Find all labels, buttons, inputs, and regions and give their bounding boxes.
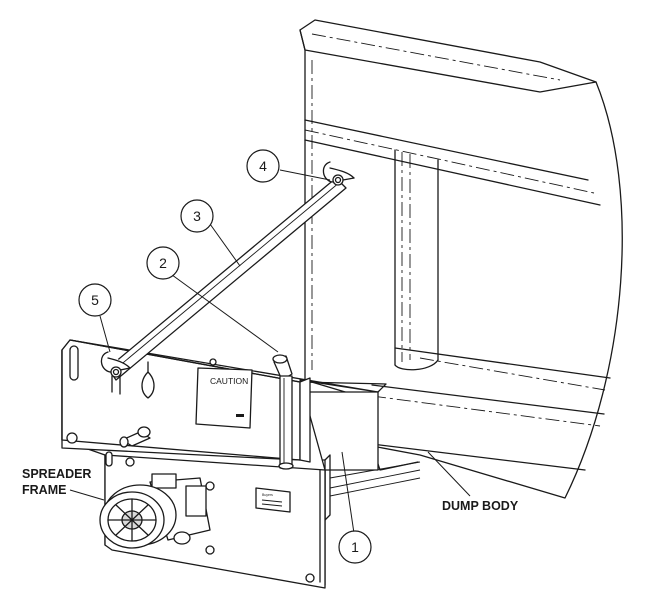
part-labels: SPREADER FRAME DUMP BODY — [22, 451, 519, 513]
elbow-fitting — [119, 426, 151, 448]
callout-4: 4 — [259, 158, 267, 174]
spreader-frame-label-line1: SPREADER — [22, 467, 91, 481]
callout-5: 5 — [91, 292, 99, 308]
hydraulic-motor — [99, 473, 211, 549]
dump-body — [299, 19, 623, 499]
callout-3: 3 — [193, 208, 201, 224]
callout-1: 1 — [351, 539, 359, 555]
nameplate-text: Buyers — [262, 493, 273, 497]
callouts: 1 2 3 4 5 — [78, 149, 372, 564]
hairpin-clip-upper — [322, 161, 355, 186]
warning-decal: CAUTION — [195, 367, 253, 429]
callout-2: 2 — [159, 255, 167, 271]
hinge-pin — [272, 354, 294, 470]
dump-body-label: DUMP BODY — [442, 499, 519, 513]
spreader-frame-label-line2: FRAME — [22, 483, 66, 497]
hairpin-clip-lower — [100, 351, 131, 395]
warning-decal-text: CAUTION — [210, 376, 248, 386]
nameplate: Buyers — [255, 487, 291, 513]
